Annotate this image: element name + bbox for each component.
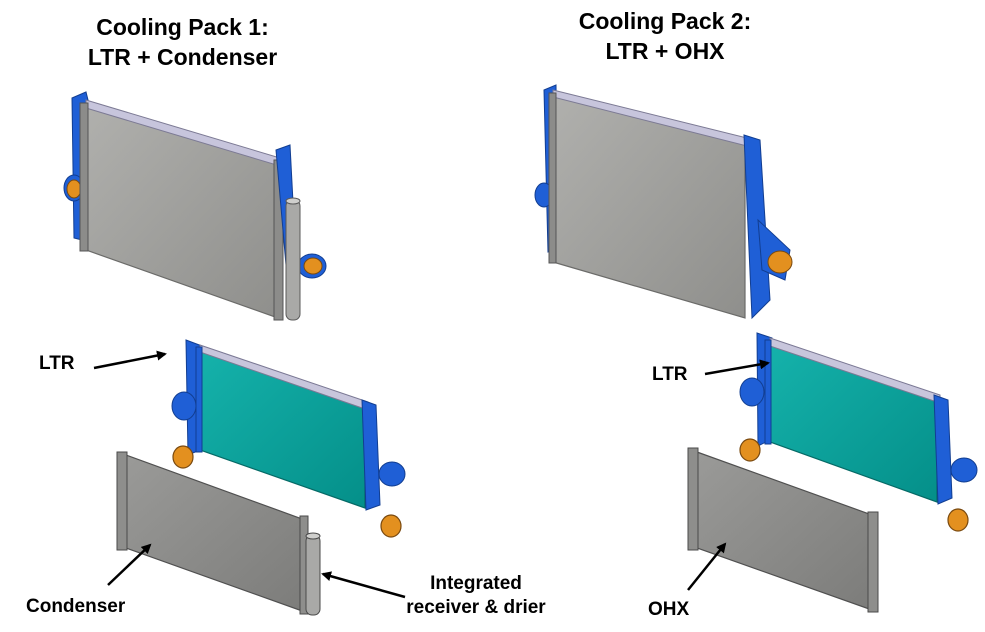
pack2-fan-motor — [767, 250, 793, 274]
arrow-pack1-ltr — [93, 350, 167, 370]
label-pack1-receiver-line2: receiver & drier — [406, 597, 546, 618]
pack2-ohx-core — [696, 451, 873, 611]
pack1-fan-motor-a — [172, 445, 194, 469]
pack1-assembled-unit — [63, 91, 327, 321]
pack1-ltr-left-frame — [195, 346, 203, 453]
pack2-radiator-left-frame — [548, 92, 557, 264]
label-pack1-ltr: LTR — [39, 353, 75, 374]
pack2-title: Cooling Pack 2: LTR + OHX — [540, 6, 790, 66]
pack1-ltr-unit — [171, 339, 406, 511]
pack2-title-line1: Cooling Pack 2: — [578, 8, 752, 34]
arrow-pack1-condenser — [107, 543, 152, 586]
pack1-condenser-left-frame — [116, 451, 128, 551]
pack1-condenser-unit — [116, 451, 321, 616]
pack1-title-line2: LTR + Condenser — [87, 44, 278, 70]
pack1-integrated-receiver-drier — [305, 534, 321, 616]
pack2-ohx-unit — [687, 447, 879, 613]
pack2-ltr-bracket-right — [933, 394, 978, 505]
pack1-receiver-drier-cylinder — [285, 199, 301, 321]
pack1-fan-motor-b — [380, 514, 402, 538]
arrow-pack2-ltr — [704, 359, 770, 376]
pack1-condenser-core — [125, 454, 306, 613]
pack1-receiver-drier-top — [285, 197, 301, 205]
pack2-ohx-left-frame — [687, 447, 699, 551]
pack2-ltr-left-frame — [764, 339, 772, 445]
label-pack2-ltr: LTR — [652, 364, 688, 385]
label-pack1-receiver: Integrated receiver & drier — [386, 572, 566, 620]
pack1-fan-motor-right — [303, 257, 323, 275]
arrow-pack2-ohx — [687, 542, 727, 591]
pack1-fan-motor-left — [66, 179, 82, 199]
pack2-blue-bracket-right — [743, 134, 791, 320]
label-pack1-condenser: Condenser — [26, 596, 126, 617]
pack2-ltr-unit — [739, 332, 978, 505]
label-pack1-receiver-line1: Integrated — [430, 573, 522, 594]
pack2-fan-motor-a — [739, 438, 761, 462]
pack1-title-line1: Cooling Pack 1: — [96, 14, 269, 40]
pack2-ohx-right-frame — [867, 511, 879, 613]
pack2-title-line2: LTR + OHX — [605, 38, 725, 64]
pack1-title: Cooling Pack 1: LTR + Condenser — [60, 12, 305, 72]
pack2-fan-motor-b — [947, 508, 969, 532]
pack2-radiator-core — [552, 94, 746, 319]
pack2-assembled-unit — [534, 84, 793, 320]
pack1-radiator-left-frame — [79, 102, 89, 252]
label-pack2-ohx: OHX — [648, 599, 690, 620]
arrow-pack1-receiver — [321, 571, 406, 599]
pack1-ltr-bracket-right — [361, 399, 406, 511]
pack1-integrated-receiver-top — [305, 532, 321, 540]
